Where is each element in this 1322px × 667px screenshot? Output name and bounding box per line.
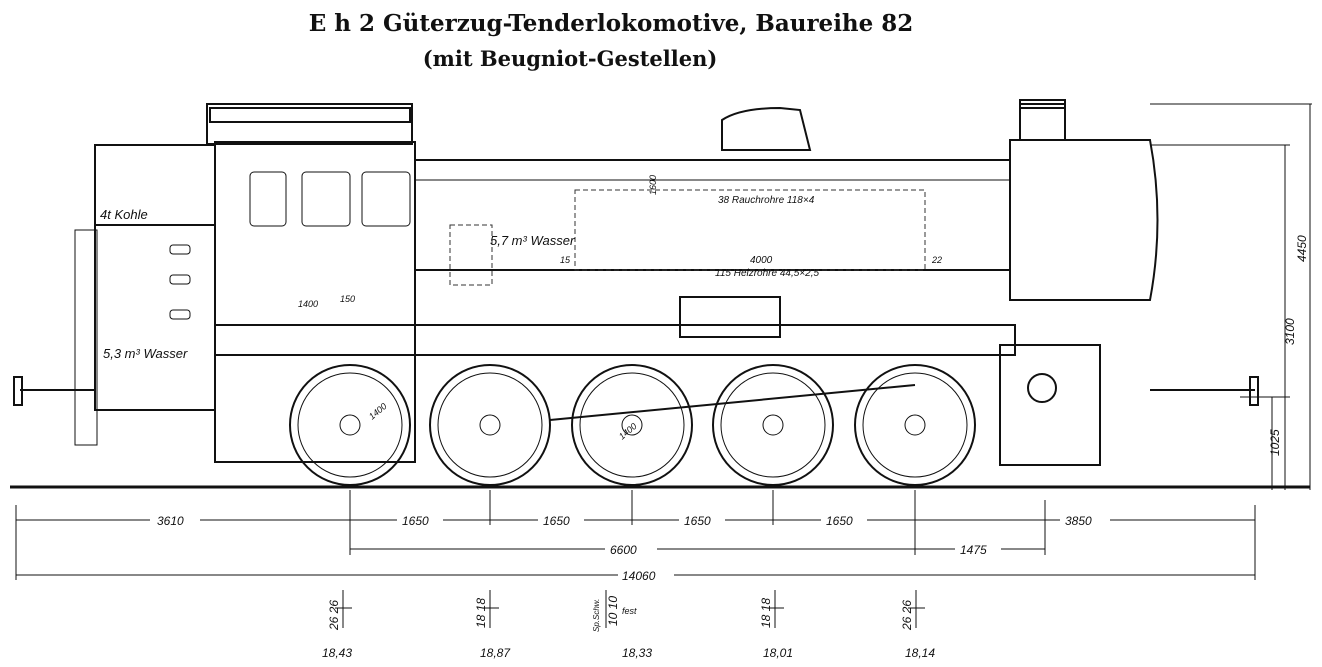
axle-load: 18,43 (322, 646, 352, 660)
wheel-4 (712, 364, 834, 486)
axle-5: 26 26 18,14 (900, 590, 935, 660)
tube-length-label: 4000 (750, 255, 773, 266)
wheel-diameter-label: 1400 (367, 401, 389, 422)
wheel-diameter-label-2: 1400 (617, 421, 639, 442)
dim-3850: 3850 (1065, 514, 1092, 528)
dim-1650-c: 1650 (684, 514, 711, 528)
coal-label: 4t Kohle (100, 207, 148, 222)
locomotive-body (13, 99, 1259, 466)
axle-load: 18,01 (763, 646, 793, 660)
drawing-subtitle: (mit Beugniot-Gestellen) (422, 46, 718, 71)
dimension-row-1: 3610 1650 1650 1650 1650 3850 (15, 490, 1256, 580)
boiler-dim-label: 1600 (648, 175, 658, 195)
tube-left-label: 15 (560, 255, 571, 265)
axle-play: 18 18 (759, 598, 773, 628)
axle-load: 18,33 (622, 646, 652, 660)
axle-2: 18 18 18,87 (474, 590, 511, 660)
axle-1: 26 26 18,43 (322, 590, 352, 660)
dim-1650-a: 1650 (402, 514, 429, 528)
tube-right-label: 22 (931, 255, 942, 265)
height-dimensions: 4450 3100 1025 (1150, 103, 1312, 490)
wheel-5 (854, 364, 976, 486)
dim-1475: 1475 (960, 543, 987, 557)
dim-1025: 1025 (1268, 429, 1282, 456)
dim-4450: 4450 (1295, 235, 1309, 262)
dim-1650-b: 1650 (543, 514, 570, 528)
dim-150-label: 150 (340, 294, 355, 304)
axle-fixed: fest (622, 606, 637, 616)
axle-note: Sp.Schw. (592, 599, 601, 632)
axle-play: 18 18 (474, 598, 488, 628)
dimension-total: 14060 (16, 566, 1255, 583)
axle-3: Sp.Schw. 10 10 fest 18,33 (592, 590, 652, 660)
axle-load: 18,87 (480, 646, 511, 660)
axle-load: 18,14 (905, 646, 935, 660)
wheelset (289, 364, 976, 486)
wheel-2 (429, 364, 551, 486)
dimension-row-2: 6600 1475 (350, 540, 1045, 557)
axle-play: 26 26 (900, 600, 914, 631)
dim-3610: 3610 (157, 514, 184, 528)
dim-6600: 6600 (610, 543, 637, 557)
dim-1650-d: 1650 (826, 514, 853, 528)
wheel-1 (289, 364, 411, 486)
axle-4: 18 18 18,01 (759, 590, 793, 660)
dim-14060: 14060 (622, 569, 656, 583)
heat-tubes-label: 115 Heizrohre 44,5×2,5 (715, 268, 819, 279)
wheel-3 (571, 364, 693, 486)
axle-play: 10 10 (606, 596, 620, 626)
axle-play: 26 26 (327, 600, 341, 631)
smoke-tubes-label: 38 Rauchrohre 118×4 (718, 195, 815, 206)
water-rear-label: 5,3 m³ Wasser (103, 346, 188, 361)
dim-1400-label: 1400 (298, 299, 318, 309)
dim-3100: 3100 (1283, 318, 1297, 345)
drawing-title: E h 2 Güterzug-Tenderlokomotive, Baureih… (308, 10, 914, 37)
water-side-label: 5,7 m³ Wasser (490, 233, 575, 248)
